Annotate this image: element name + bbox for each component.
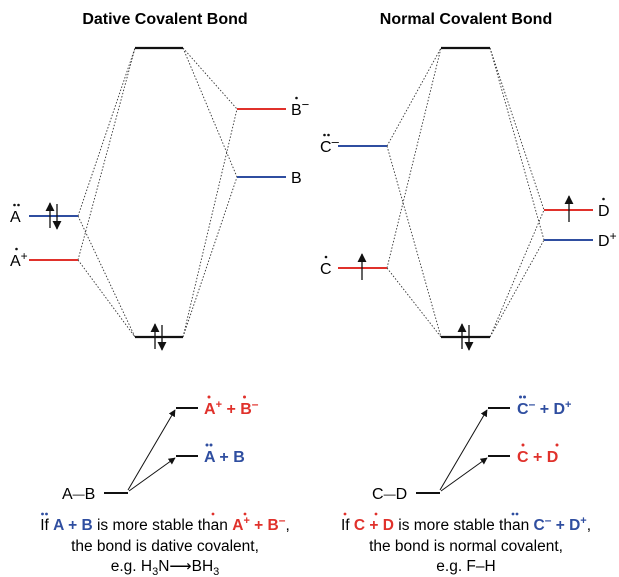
dative-caption-example: e.g. H3N⟶BH3 xyxy=(111,558,220,577)
normal-mid-text: C + D xyxy=(517,449,558,466)
normal-caption-line1: If C + D is more stable than C– + D+, xyxy=(341,513,591,534)
normal-mid-text-dots xyxy=(521,443,559,447)
dative-label-Aplus: A+ xyxy=(10,249,28,270)
dative-label-Aplus-dot xyxy=(15,247,18,251)
dative-top-text-dots xyxy=(207,395,246,399)
dative-label-Bminus: B− xyxy=(291,97,309,119)
dative-top-text: A+ + B– xyxy=(204,397,259,418)
dative-A-electron-pair xyxy=(45,202,62,230)
dative-arrow-lower xyxy=(128,457,176,492)
normal-arrow-lower xyxy=(440,457,488,492)
normal-label-C-dot xyxy=(324,255,328,259)
normal-label-Dplus: D+ xyxy=(598,229,617,250)
normal-dotted-lines xyxy=(386,47,545,338)
normal-caption-dots xyxy=(343,512,519,516)
normal-CD-label: C—D xyxy=(372,486,407,503)
dative-label-B: B xyxy=(291,170,302,187)
normal-arrow-upper xyxy=(439,409,488,491)
normal-caption-example: e.g. F–H xyxy=(436,558,495,575)
dative-caption-dots xyxy=(41,512,247,516)
dative-title: Dative Covalent Bond xyxy=(82,11,247,28)
dative-mid-text-dots xyxy=(205,443,213,447)
normal-top-text-dots xyxy=(519,395,526,399)
dative-dotted-lines xyxy=(77,47,238,338)
dative-caption-line2: the bond is dative covalent, xyxy=(71,538,259,555)
normal-label-Cminus: C– xyxy=(320,134,340,156)
dative-arrow-upper xyxy=(127,409,176,491)
dative-label-A: A xyxy=(10,209,21,226)
normal-label-Cminus-dots xyxy=(323,133,330,137)
dative-AB-label: A—B xyxy=(62,486,95,503)
normal-label-C: C xyxy=(320,261,332,278)
normal-title: Normal Covalent Bond xyxy=(380,11,552,28)
normal-caption-line2: the bond is normal covalent, xyxy=(369,538,563,555)
normal-label-D: D xyxy=(598,203,610,220)
normal-top-text: C– + D+ xyxy=(517,397,571,418)
dative-caption-line1: If A + B is more stable than A+ + B–, xyxy=(40,513,290,534)
dative-label-A-dots xyxy=(13,203,20,207)
dative-label-Bminus-dot xyxy=(295,96,298,100)
dative-bonding-electron-pair xyxy=(150,323,167,351)
dative-mid-text: A + B xyxy=(204,449,245,466)
normal-bonding-electron-pair xyxy=(457,323,474,351)
normal-label-D-dot xyxy=(602,197,605,201)
